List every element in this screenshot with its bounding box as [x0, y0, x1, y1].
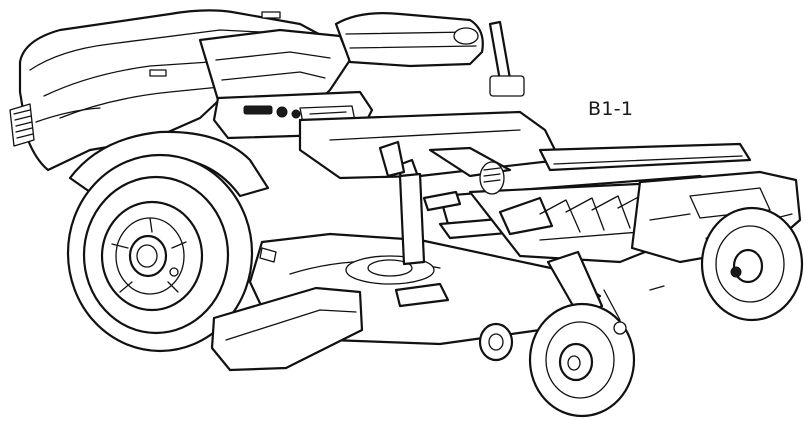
rear-tire — [66, 153, 254, 353]
steering-lever — [378, 140, 505, 266]
deck-gauge-wheel — [478, 322, 514, 362]
figure-label: B1-1 — [588, 98, 634, 120]
front-left-caster — [528, 250, 636, 418]
detail-marks — [169, 247, 665, 291]
front-right-caster — [700, 206, 804, 322]
